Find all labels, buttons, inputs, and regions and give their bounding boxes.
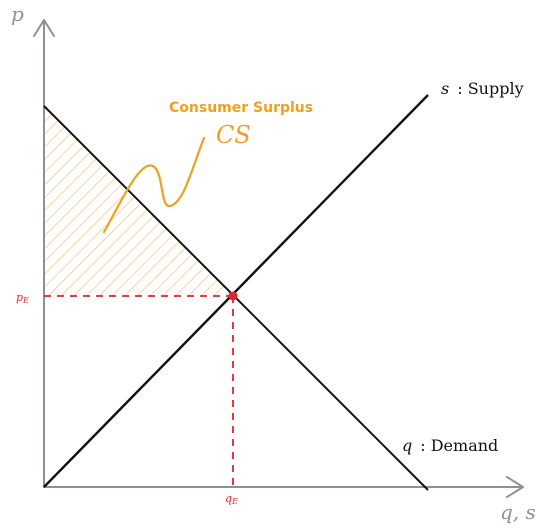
- annotation-squiggle: [102, 136, 206, 234]
- supply-curve: [43, 94, 429, 488]
- demand-variable: q: [402, 436, 412, 455]
- equilibrium-quantity-label: qE: [225, 492, 238, 506]
- supply-label: s : Supply: [441, 79, 524, 98]
- y-axis-arrowhead: [33, 19, 55, 37]
- equilibrium-point: [228, 291, 238, 301]
- price-label-subscript: E: [22, 296, 29, 305]
- price-label-base: p: [16, 291, 23, 304]
- y-axis-label: p: [11, 2, 24, 26]
- equilibrium-price-label: pE: [16, 291, 29, 305]
- quantity-label-subscript: E: [231, 497, 238, 506]
- x-axis-arrowhead: [506, 476, 524, 498]
- consumer-surplus-symbol: CS: [216, 121, 251, 149]
- x-axis-label: q, s: [500, 500, 536, 524]
- supply-variable: s: [441, 79, 449, 98]
- demand-text: : Demand: [420, 436, 498, 455]
- consumer-surplus-title: Consumer Surplus: [169, 100, 313, 116]
- supply-text: : Supply: [457, 79, 523, 98]
- quantity-label-base: q: [225, 492, 232, 505]
- axes: [33, 19, 524, 498]
- demand-label: q : Demand: [402, 436, 498, 455]
